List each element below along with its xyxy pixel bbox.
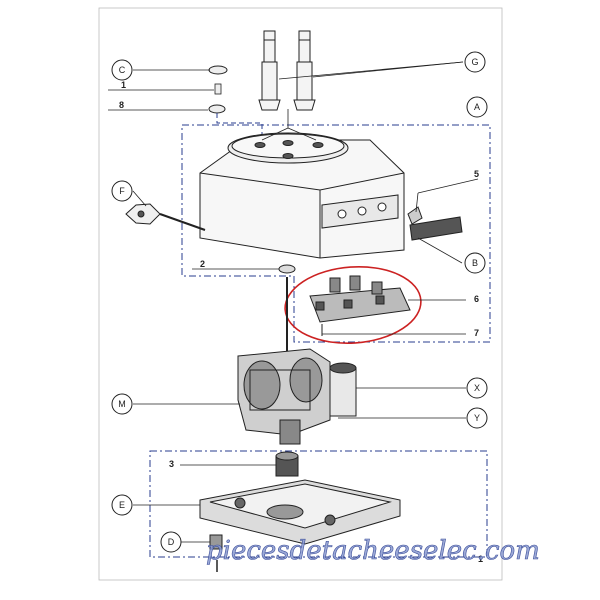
callout-y: Y bbox=[466, 407, 488, 429]
screw-part-1 bbox=[214, 83, 222, 95]
callout-d: D bbox=[160, 531, 182, 553]
watermark-text: piecesdetacheeselec.com bbox=[206, 536, 540, 566]
svg-text:F: F bbox=[119, 186, 125, 196]
svg-text:X: X bbox=[474, 383, 480, 393]
callout-c: C bbox=[111, 59, 133, 81]
svg-text:M: M bbox=[118, 399, 126, 409]
svg-text:A: A bbox=[474, 102, 480, 112]
part-number-1b: 1 bbox=[478, 554, 483, 564]
part-number-6: 6 bbox=[474, 294, 479, 304]
callout-a: A bbox=[466, 96, 488, 118]
part-number-5: 5 bbox=[474, 169, 479, 179]
part-number-8: 8 bbox=[119, 100, 124, 110]
callout-b: B bbox=[464, 252, 486, 274]
base-part-e bbox=[199, 479, 401, 545]
capacitor-part-x bbox=[329, 362, 357, 417]
diagram-border bbox=[98, 7, 503, 581]
callout-e: E bbox=[111, 494, 133, 516]
motor-part-m bbox=[237, 348, 331, 445]
svg-text:D: D bbox=[168, 537, 175, 547]
svg-text:G: G bbox=[471, 57, 478, 67]
washer-part-8 bbox=[208, 104, 226, 114]
part-number-1: 1 bbox=[121, 80, 126, 90]
part-number-7: 7 bbox=[474, 328, 479, 338]
power-cord-part-f bbox=[125, 203, 206, 231]
callout-g: G bbox=[464, 51, 486, 73]
callout-m: M bbox=[111, 393, 133, 415]
switch-cover-part-b bbox=[407, 206, 463, 241]
frame-a bbox=[181, 124, 491, 343]
group-frames bbox=[149, 124, 491, 558]
shafts-part-g bbox=[258, 30, 316, 111]
coupling-part-3 bbox=[275, 451, 299, 477]
svg-text:E: E bbox=[119, 500, 125, 510]
leader-g2 bbox=[312, 61, 464, 78]
cap-part-c bbox=[208, 65, 228, 75]
part-number-2: 2 bbox=[200, 259, 205, 269]
svg-text:B: B bbox=[472, 258, 478, 268]
switch-block-part-6 bbox=[309, 275, 411, 336]
part-number-3: 3 bbox=[169, 459, 174, 469]
svg-text:C: C bbox=[119, 65, 126, 75]
callout-x: X bbox=[466, 377, 488, 399]
svg-text:Y: Y bbox=[474, 413, 480, 423]
callout-f: F bbox=[111, 180, 133, 202]
frame-e bbox=[149, 450, 488, 558]
washer-part-2 bbox=[278, 264, 296, 274]
housing-body bbox=[199, 132, 405, 259]
